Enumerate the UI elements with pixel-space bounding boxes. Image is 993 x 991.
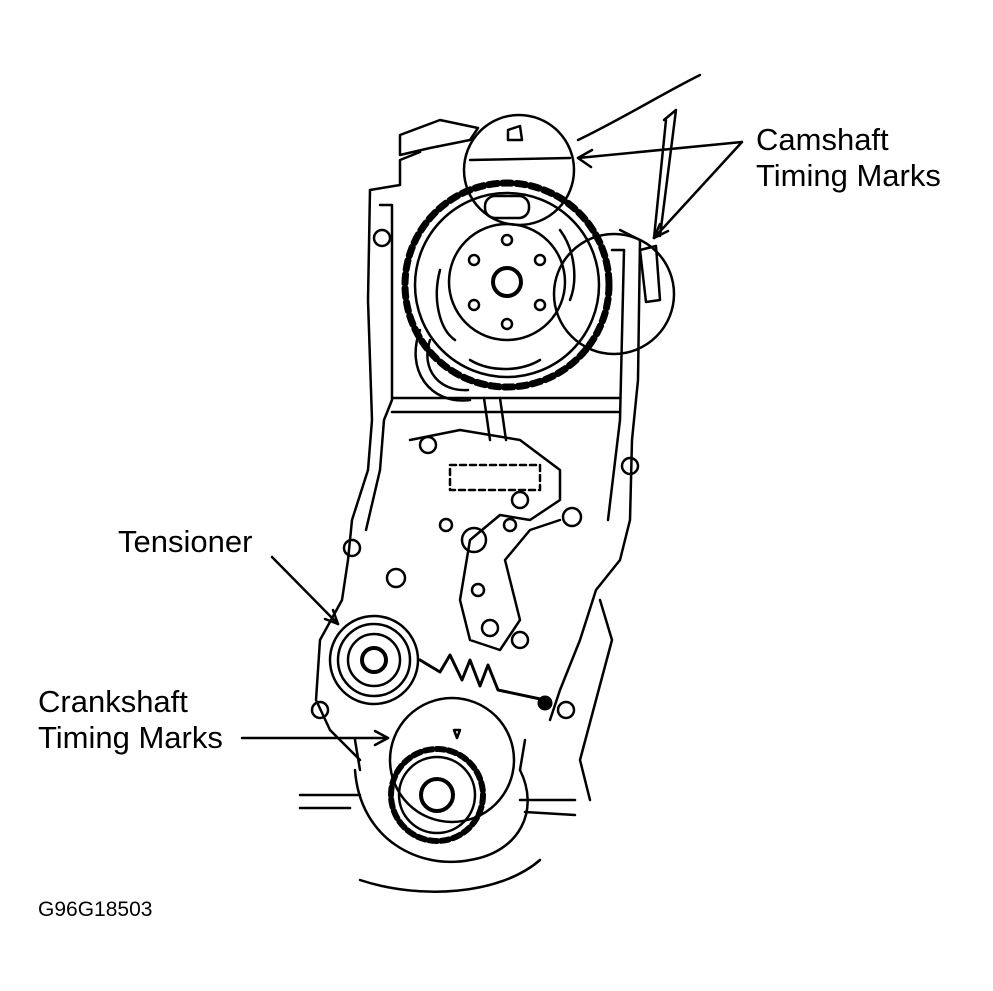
crankshaft-sprocket	[298, 738, 577, 893]
tensioner-label: Tensioner	[118, 524, 253, 559]
tensioner-pulley	[328, 614, 420, 706]
camshaft-label-line2: Timing Marks	[756, 158, 941, 193]
crankshaft-label-line1: Crankshaft	[38, 684, 188, 719]
camshaft-label-line1: Camshaft	[756, 122, 889, 157]
tensioner-bracket	[408, 428, 583, 652]
callout-arrows	[240, 140, 744, 747]
tensioner-spring	[418, 653, 553, 711]
crankshaft-timing-mark-circle	[388, 696, 516, 824]
crankshaft-label-line2: Timing Marks	[38, 720, 223, 755]
dipstick-tube	[652, 108, 678, 240]
camshaft-timing-marks-label: Camshaft Timing Marks	[756, 122, 941, 194]
camshaft-timing-mark-circles	[462, 113, 676, 356]
crankshaft-timing-marks-label: Crankshaft Timing Marks	[38, 684, 223, 756]
cover-edge-line	[576, 73, 702, 142]
figure-id: G96G18503	[38, 898, 153, 921]
engine-block	[310, 118, 642, 802]
camshaft-sprocket	[401, 179, 613, 402]
